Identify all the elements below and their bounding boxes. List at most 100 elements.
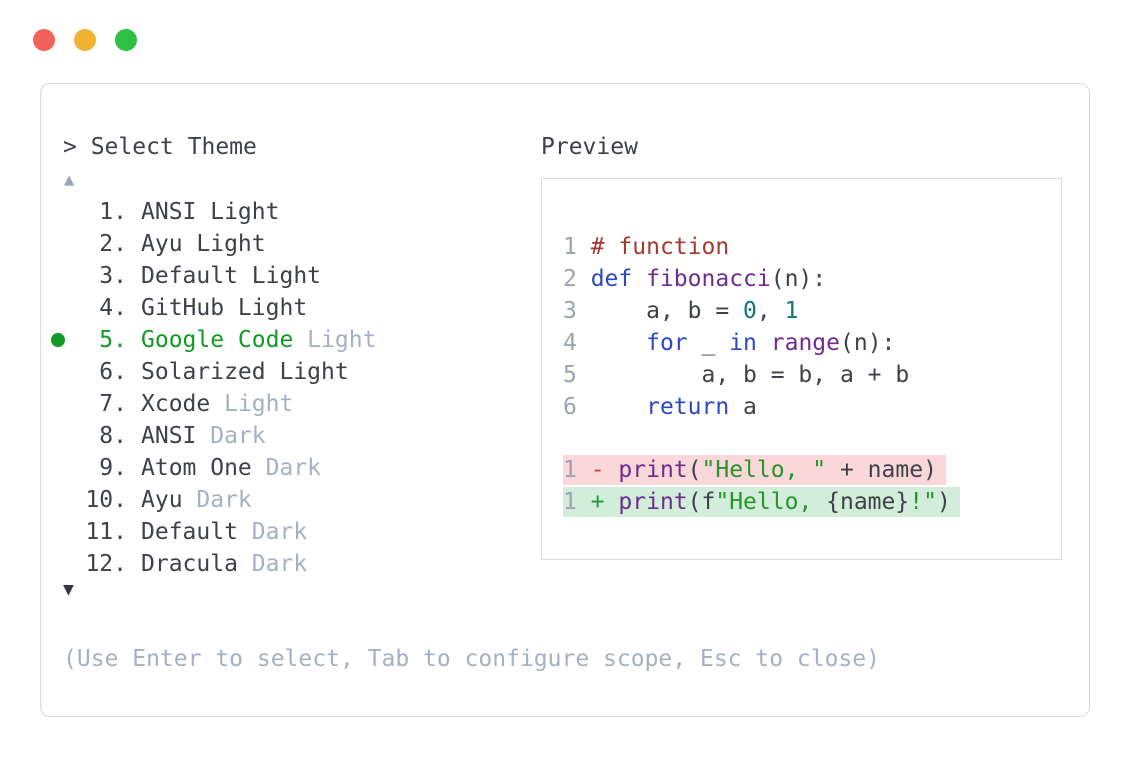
theme-item-4[interactable]: 4. GitHub Light — [51, 292, 376, 324]
code-blank-line — [563, 423, 960, 455]
theme-item-11[interactable]: 11. Default Dark — [51, 516, 376, 548]
scroll-up-icon[interactable]: ▲ — [64, 170, 75, 190]
theme-item-8[interactable]: 8.ANSI Dark — [51, 420, 376, 452]
close-window-button[interactable] — [33, 29, 55, 51]
theme-item-variant: Dark — [196, 423, 266, 449]
theme-item-name: Google Code — [141, 327, 294, 353]
code-token: print — [618, 457, 688, 483]
code-token: "Hello, " — [701, 457, 827, 483]
code-token: (n): — [840, 330, 896, 356]
code-token: ( — [687, 457, 702, 483]
line-number: 1 — [563, 234, 591, 260]
theme-item-number: 8. — [99, 423, 127, 449]
code-token: 1 — [784, 298, 799, 324]
item-dot-placeholder — [51, 397, 65, 411]
theme-item-12[interactable]: 12.Dracula Dark — [51, 548, 376, 580]
item-dot-placeholder — [51, 365, 65, 379]
code-token: fibonacci — [646, 266, 771, 292]
item-dot-placeholder — [51, 557, 65, 571]
theme-item-name: Ayu — [141, 487, 183, 513]
minimize-window-button[interactable] — [74, 29, 96, 51]
theme-item-10[interactable]: 10. Ayu Dark — [51, 484, 376, 516]
code-token — [632, 266, 646, 292]
theme-item-variant: Dark — [182, 487, 252, 513]
theme-item-name: Ayu Light — [141, 231, 266, 257]
theme-item-2[interactable]: 2. Ayu Light — [51, 228, 376, 260]
theme-item-9[interactable]: 9. Atom One Dark — [51, 452, 376, 484]
code-token: "Hello, — [715, 489, 827, 515]
code-token — [591, 330, 646, 356]
theme-item-number: 3. — [99, 263, 127, 289]
code-token: _ — [687, 330, 730, 356]
theme-item-number: 4. — [99, 295, 127, 321]
code-token: , — [756, 298, 785, 324]
theme-item-number: 10. — [85, 487, 127, 513]
theme-item-number: 2. — [99, 231, 127, 257]
code-token: def — [590, 266, 633, 292]
diff-minus-sign: - — [590, 457, 619, 483]
item-dot-placeholder — [51, 525, 65, 539]
scroll-down-icon[interactable]: ▼ — [63, 579, 74, 600]
window-controls — [33, 29, 137, 51]
code-line-3: 3 a, b = 0, 1 — [563, 295, 960, 327]
theme-item-7[interactable]: 7.Xcode Light — [51, 388, 376, 420]
selected-item-dot-icon — [51, 333, 65, 347]
item-dot-placeholder — [51, 493, 65, 507]
code-line-6: 6 return a — [563, 391, 960, 423]
code-token: a, b = — [590, 298, 744, 324]
code-line-5: 5 a, b = b, a + b — [563, 359, 960, 391]
item-dot-placeholder — [51, 269, 65, 283]
theme-item-number: 1. — [99, 199, 127, 225]
theme-item-name: ANSI Light — [141, 199, 280, 225]
theme-item-1[interactable]: 1. ANSI Light — [51, 196, 376, 228]
selector-title: > Select Theme — [63, 134, 257, 160]
item-dot-placeholder — [51, 237, 65, 251]
diff-plus-sign: + — [590, 489, 619, 515]
code-token: return — [646, 394, 730, 420]
theme-item-variant: Dark — [237, 551, 308, 577]
theme-item-number: 12. — [85, 551, 127, 577]
line-number: 3 — [563, 298, 591, 324]
diff-line-removed: 1 - print("Hello, " + name) — [563, 455, 946, 485]
code-token: in — [729, 330, 757, 356]
theme-item-name: Default — [141, 519, 238, 545]
item-dot-placeholder — [51, 301, 65, 315]
theme-item-variant: Dark — [237, 519, 308, 545]
maximize-window-button[interactable] — [115, 29, 137, 51]
theme-item-name: Atom One — [141, 455, 252, 481]
line-number: 6 — [563, 394, 591, 420]
code-token: ) — [936, 489, 951, 515]
code-token: !" — [909, 489, 937, 515]
theme-item-5[interactable]: 5.Google Code Light — [51, 324, 376, 356]
theme-item-name: GitHub Light — [141, 295, 308, 321]
theme-item-name: Solarized Light — [141, 359, 349, 385]
line-number: 2 — [563, 266, 591, 292]
theme-item-6[interactable]: 6.Solarized Light — [51, 356, 376, 388]
code-token: for — [646, 330, 688, 356]
diff-line-added: 1 + print(f"Hello, {name}!") — [563, 487, 960, 517]
theme-item-3[interactable]: 3.Default Light — [51, 260, 376, 292]
code-token: # function — [590, 234, 730, 260]
code-line-4: 4 for _ in range(n): — [563, 327, 960, 359]
theme-item-number: 9. — [99, 455, 127, 481]
code-token: + name) — [826, 457, 937, 483]
theme-item-number: 11. — [85, 519, 127, 545]
code-line-1: 1 # function — [563, 231, 960, 263]
code-token: print — [618, 489, 688, 515]
item-dot-placeholder — [51, 461, 65, 475]
item-dot-placeholder — [51, 205, 65, 219]
code-token: a — [729, 394, 757, 420]
line-number: 1 — [563, 489, 591, 515]
item-dot-placeholder — [51, 429, 65, 443]
theme-item-name: Xcode — [141, 391, 211, 417]
code-token: (n): — [770, 266, 827, 292]
line-number: 4 — [563, 330, 591, 356]
code-token: {name} — [826, 489, 910, 515]
theme-item-variant: Light — [210, 391, 294, 417]
code-token: (f — [687, 489, 716, 515]
theme-item-number: 5. — [99, 327, 127, 353]
theme-item-variant: Dark — [251, 455, 322, 481]
